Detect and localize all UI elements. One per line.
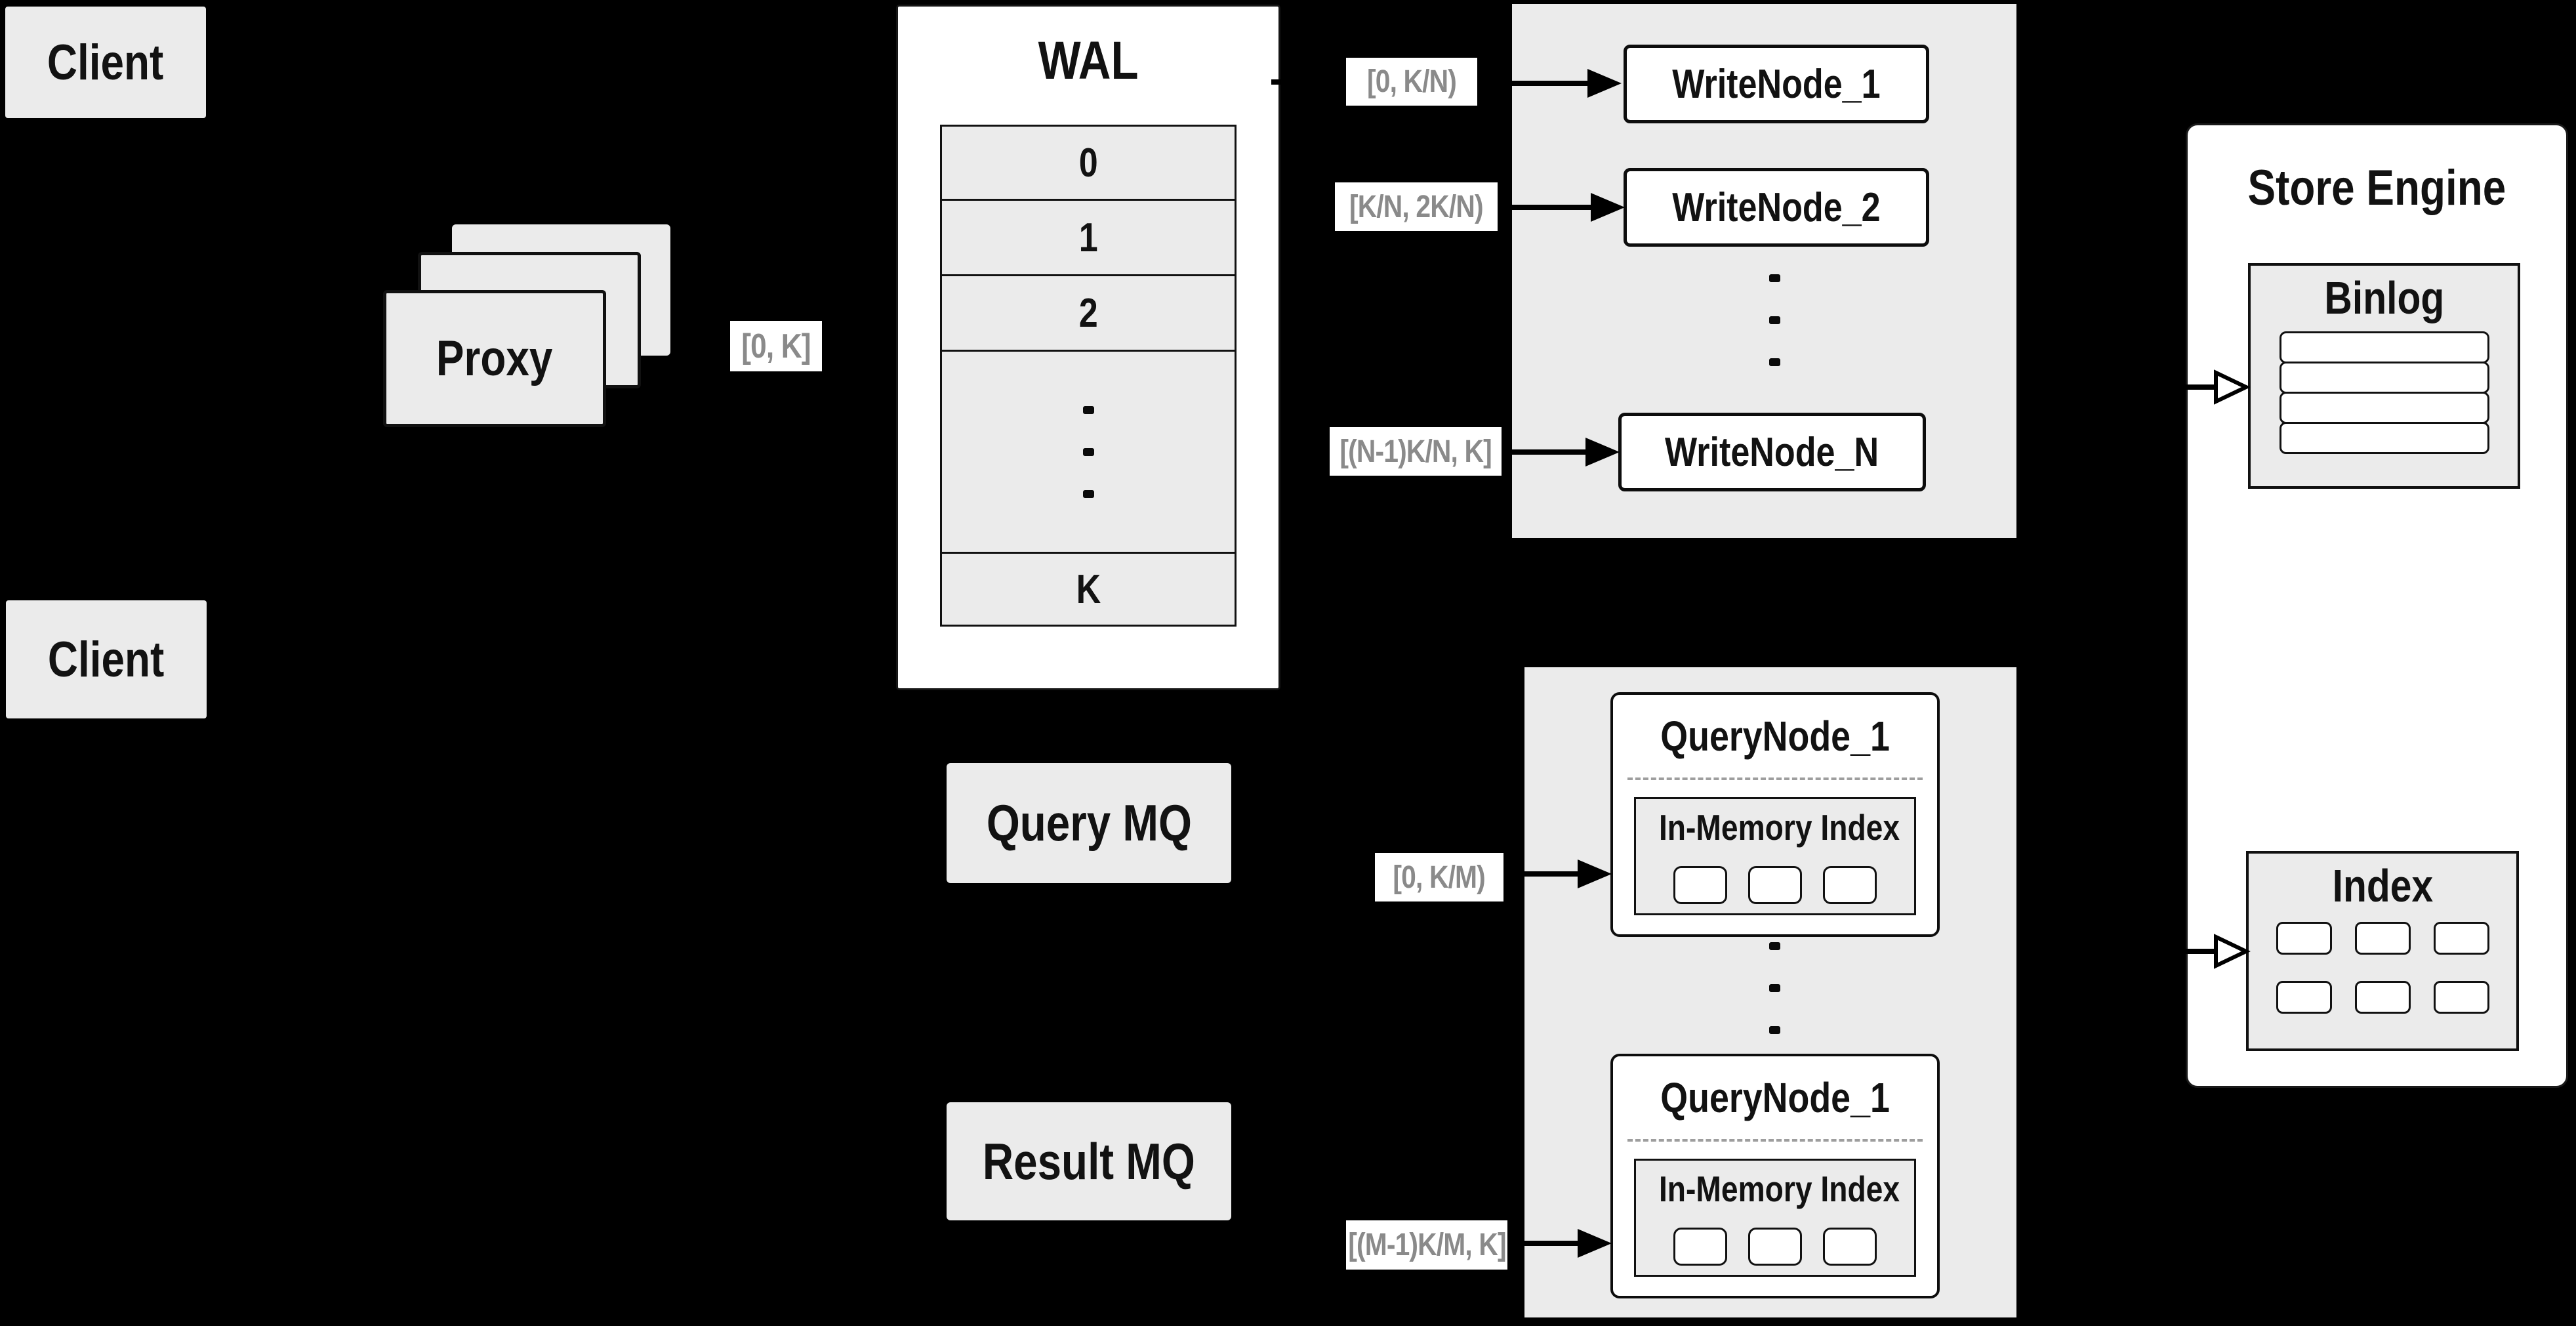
query-node-m: QueryNode_1 In-Memory Index [1610,1054,1940,1298]
segment-chip [1748,866,1802,904]
segment-chip [1673,1228,1727,1266]
dot [1768,316,1780,324]
range-label-text: [0, K] [741,327,811,365]
query-node-m-title-text: QueryNode_1 [1660,1074,1890,1121]
segment-chip [2276,922,2332,955]
wal-segment-row: 0 [942,127,1235,199]
binlog-row [2279,331,2489,363]
dot [1082,447,1094,456]
binlog-box: Binlog [2248,263,2520,489]
range-label-write-1: [0, K/N) [1346,58,1477,106]
dot [1768,1026,1780,1034]
store-engine-container: Store Engine Binlog Index [2186,123,2568,1088]
dot [1082,489,1094,498]
range-label-query-1: [0, K/M) [1375,853,1503,901]
index-chips-row [2249,981,2516,1014]
store-index-box: Index [2246,851,2519,1051]
write-node-1-label: WriteNode_1 [1672,61,1881,107]
range-label-text: [K/N, 2K/N) [1349,189,1484,224]
range-label-text: [0, K/M) [1393,860,1486,895]
query-node-1-title-text: QueryNode_1 [1660,713,1890,760]
binlog-row [2279,392,2489,424]
query-mq-node: Query MQ [947,763,1231,883]
range-label-text: [(M-1)K/M, K] [1347,1228,1506,1262]
wal-segment-row: 2 [942,274,1235,350]
wal-segment-2: 2 [1078,290,1098,336]
query-mq-label: Query MQ [986,794,1192,852]
wal-segment-k: K [1076,566,1101,612]
client-bottom-label: Client [48,631,165,688]
segment-chip [2433,981,2489,1014]
index-segment-chips [1636,1228,1914,1266]
wal-segment-table: 0 1 2 K [940,125,1237,627]
result-mq-node: Result MQ [947,1102,1231,1220]
dot [1768,942,1780,950]
binlog-rows [2251,331,2518,454]
binlog-title: Binlog [2251,266,2518,326]
dot [1768,358,1780,366]
segment-chip [2276,981,2332,1014]
range-label-write-n: [(N-1)K/N, K] [1330,427,1502,476]
in-memory-index-title-text: In-Memory Index [1658,1169,1900,1209]
binlog-row [2279,422,2489,454]
result-mq-label: Result MQ [982,1132,1195,1190]
range-label-proxy-to-wal: [0, K] [730,321,822,371]
index-segment-chips [1636,866,1914,904]
segment-chip [1748,1228,1802,1266]
write-node-2: WriteNode_2 [1624,168,1929,247]
dot [1082,405,1094,414]
dot [1768,984,1780,992]
segment-chip [1823,866,1877,904]
wal-title-text: WAL [1038,31,1139,91]
segment-chip [2354,922,2411,955]
proxy-node: Proxy [383,290,606,427]
in-memory-index-title: In-Memory Index [1636,799,1914,849]
binlog-title-text: Binlog [2324,272,2444,323]
segment-chip [1823,1228,1877,1266]
dashed-separator [1627,1139,1923,1142]
query-node-m-title: QueryNode_1 [1613,1056,1937,1139]
dashed-separator [1627,777,1923,780]
store-engine-title-text: Store Engine [2247,160,2506,216]
query-nodes-ellipsis-icon [1763,942,1786,1034]
query-node-1: QueryNode_1 In-Memory Index [1610,692,1940,937]
write-nodes-ellipsis-icon [1763,274,1786,366]
client-node-top: Client [5,7,206,118]
proxy-label: Proxy [436,331,553,386]
write-node-n-label: WriteNode_N [1665,429,1879,475]
index-chips-row [2249,922,2516,955]
in-memory-index-title: In-Memory Index [1636,1161,1914,1211]
write-node-n: WriteNode_N [1618,413,1926,491]
wal-segment-row: K [942,552,1235,625]
range-label-text: [(N-1)K/N, K] [1339,434,1492,469]
store-engine-title: Store Engine [2188,125,2566,217]
binlog-row [2279,362,2489,394]
segment-chip [2433,922,2489,955]
store-index-title: Index [2249,854,2516,914]
segment-chip [2354,981,2411,1014]
write-node-2-label: WriteNode_2 [1672,184,1881,230]
client-node-bottom: Client [6,600,207,718]
wal-segment-0: 0 [1078,140,1098,186]
in-memory-index-box: In-Memory Index [1634,797,1916,915]
in-memory-index-title-text: In-Memory Index [1658,807,1900,848]
write-node-1: WriteNode_1 [1624,45,1929,123]
wal-segment-1: 1 [1078,215,1098,260]
query-node-1-title: QueryNode_1 [1613,695,1937,777]
in-memory-index-box: In-Memory Index [1634,1159,1916,1277]
store-index-title-text: Index [2332,860,2433,911]
range-label-text: [0, K/N) [1367,64,1457,99]
range-label-query-m: [(M-1)K/M, K] [1346,1220,1507,1270]
wal-title: WAL [898,7,1278,92]
range-label-write-2: [K/N, 2K/N) [1335,182,1498,231]
dot [1768,274,1780,282]
wal-segment-row: 1 [942,199,1235,274]
segment-chip [1673,866,1727,904]
wal-container: WAL 0 1 2 K [896,5,1280,690]
wal-ellipsis-icon [942,350,1235,552]
client-top-label: Client [47,34,164,91]
